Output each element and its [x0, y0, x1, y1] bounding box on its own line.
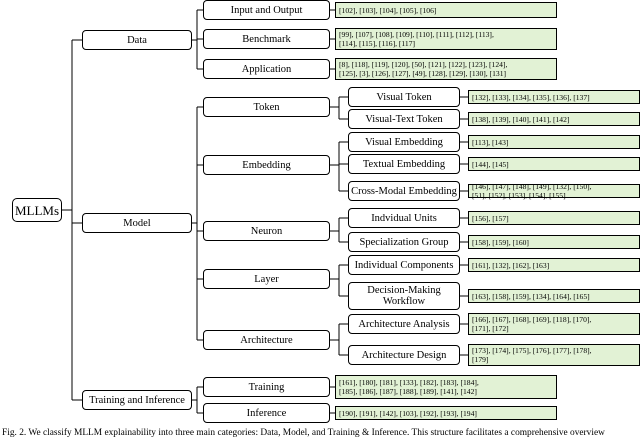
topic-visual-token: Visual Token [348, 87, 460, 107]
topic-architecture-design: Architecture Design [348, 345, 460, 365]
category-model: Model [82, 213, 192, 233]
refs-training: [161], [180], [181], [133], [182], [183]… [335, 375, 557, 399]
subcategory-layer: Layer [203, 269, 330, 289]
topic-specialization-group: Specialization Group [348, 232, 460, 252]
refs-visual-token: [132], [133], [134], [135], [136], [137] [468, 90, 640, 104]
refs-textual-embedding: [144], [145] [468, 157, 640, 171]
refs-visual-embedding: [113], [143] [468, 135, 640, 149]
subcategory-benchmark: Benchmark [203, 29, 330, 49]
topic-textual-embedding: Textual Embedding [348, 154, 460, 174]
refs-benchmark: [99], [107], [108], [109], [110], [111],… [335, 28, 557, 50]
refs-decision-making-workflow: [163], [158], [159], [134], [164], [165] [468, 289, 640, 303]
refs-architecture-design: [173], [174], [175], [176], [177], [178]… [468, 344, 640, 366]
refs-cross-modal-embedding: [146], [147], [148], [149], [132], [150]… [468, 182, 640, 200]
root-node: MLLMs [12, 198, 62, 222]
refs-application: [8], [118], [119], [120], [50], [121], [… [335, 58, 557, 80]
refs-individual-components: [161], [132], [162], [163] [468, 258, 640, 272]
subcategory-application: Application [203, 59, 330, 79]
topic-individual-components: Individual Components [348, 255, 460, 275]
subcategory-input-and-output: Input and Output [203, 0, 330, 20]
figure-caption: Fig. 2. We classify MLLM explainability … [2, 428, 605, 438]
subcategory-embedding: Embedding [203, 155, 330, 175]
refs-inference: [190], [191], [142], [103], [192], [193]… [335, 406, 557, 420]
topic-cross-modal-embedding: Cross-Modal Embedding [348, 181, 460, 201]
refs-visual-text-token: [138], [139], [140], [141], [142] [468, 112, 640, 126]
subcategory-inference: Inference [203, 403, 330, 423]
subcategory-training: Training [203, 377, 330, 397]
refs-specialization-group: [158], [159], [160] [468, 235, 640, 249]
refs-architecture-analysis: [166], [167], [168], [169], [118], [170]… [468, 313, 640, 335]
refs-input-and-output: [102], [103], [104], [105], [106] [335, 2, 557, 18]
subcategory-neuron: Neuron [203, 221, 330, 241]
topic-decision-making-workflow: Decision-Making Workflow [348, 282, 460, 310]
category-training-and-inference: Training and Inference [82, 390, 192, 410]
topic-architecture-analysis: Architecture Analysis [348, 314, 460, 334]
subcategory-architecture: Architecture [203, 330, 330, 350]
refs-indvidual-units: [156], [157] [468, 211, 640, 225]
topic-visual-embedding: Visual Embedding [348, 132, 460, 152]
subcategory-token: Token [203, 97, 330, 117]
category-data: Data [82, 30, 192, 50]
topic-indvidual-units: Indvidual Units [348, 208, 460, 228]
topic-visual-text-token: Visual-Text Token [348, 109, 460, 129]
